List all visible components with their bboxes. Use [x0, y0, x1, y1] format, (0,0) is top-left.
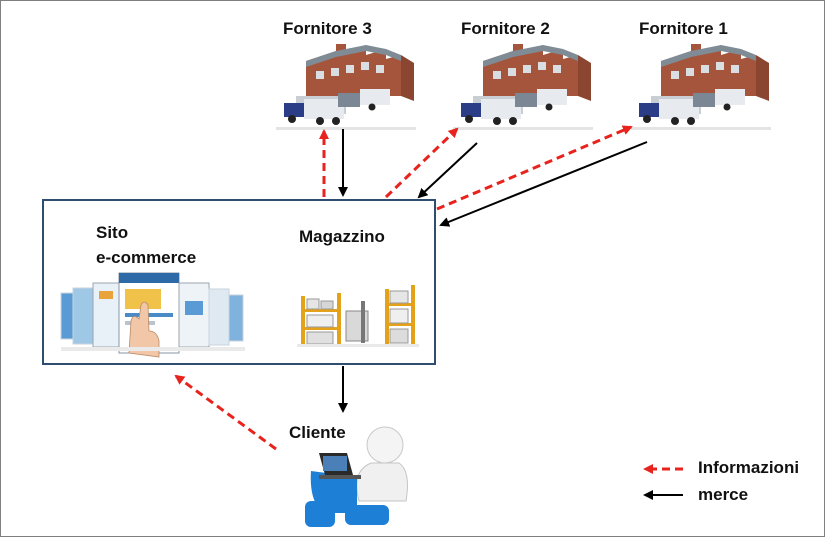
ecommerce-screens-icon — [60, 272, 245, 358]
legend-goods-label: merce — [698, 485, 749, 504]
customer-at-laptop-icon — [305, 426, 408, 527]
ecommerce-label-line1: Sito — [96, 223, 129, 242]
warehouse-shelves-icon — [297, 285, 419, 347]
info-arrow-customer-to-ecommerce — [174, 374, 277, 451]
information-arrows — [174, 125, 633, 451]
goods-arrows — [338, 129, 648, 413]
legend-information-label: Informazioni — [698, 458, 800, 477]
supplier-3-label: Fornitore 3 — [283, 19, 372, 38]
supplier-2-label: Fornitore 2 — [461, 19, 550, 38]
goods-arrow-supplier2-to-warehouse — [417, 142, 478, 199]
warehouse-label: Magazzino — [299, 227, 385, 246]
supplier-1-icon — [631, 44, 771, 130]
supplier-1-label: Fornitore 1 — [639, 19, 728, 38]
info-arrow-to-supplier1 — [436, 125, 633, 211]
ecommerce-label-line2: e-commerce — [96, 248, 197, 267]
customer-label: Cliente — [289, 423, 346, 442]
goods-arrow-supplier1-to-warehouse — [439, 141, 648, 227]
supplier-3-icon — [276, 44, 416, 130]
supplier-2-icon — [453, 44, 593, 130]
info-arrow-to-supplier2 — [384, 127, 459, 199]
legend — [643, 464, 683, 500]
